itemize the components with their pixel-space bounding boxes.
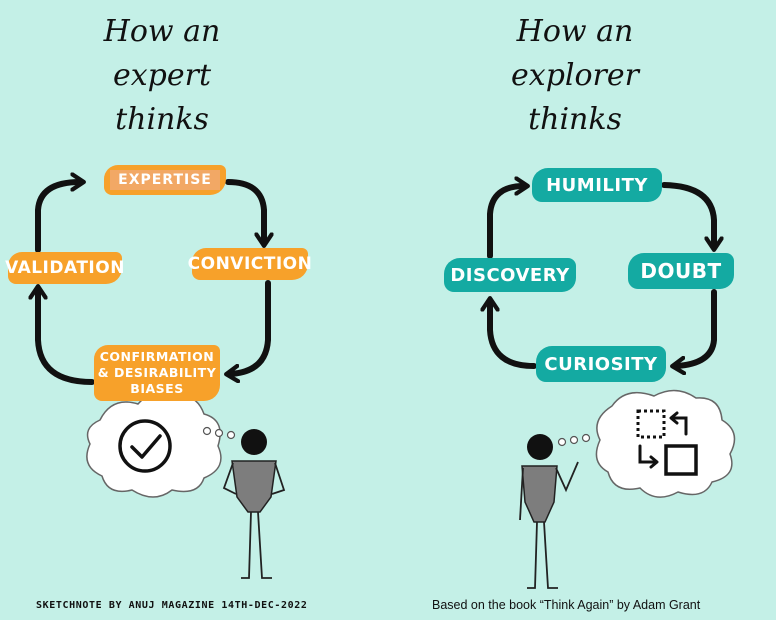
arrow-doubt-to-curiosity	[676, 289, 717, 366]
expert-title: How an expert thinks	[52, 10, 272, 142]
expert-title-line-2: expert	[112, 58, 212, 93]
arrow-validation-to-expertise	[35, 182, 80, 253]
label-humility: HUMILITY	[532, 168, 662, 202]
label-confirmation-biases: CONFIRMATION & DESIRABILITY BIASES	[94, 345, 220, 401]
arrow-conviction-to-biases	[230, 280, 271, 374]
arrow-curiosity-to-discovery	[490, 302, 537, 369]
label-validation: VALIDATION	[5, 252, 124, 284]
label-confirmation-line-2: & DESIRABILITY	[97, 365, 217, 380]
label-conviction: CONVICTION	[188, 248, 312, 280]
label-expertise: EXPERTISE	[104, 165, 226, 195]
explorer-title-line-3: thinks	[528, 102, 622, 137]
explorer-title-line-1: How an	[516, 14, 634, 49]
explorer-figure	[519, 434, 579, 589]
arrow-expertise-to-conviction	[225, 179, 264, 242]
expert-cycle-arrows	[35, 179, 271, 385]
label-discovery: DISCOVERY	[444, 258, 576, 292]
label-confirmation-line-1: CONFIRMATION	[99, 349, 215, 364]
expert-thought-cloud	[86, 393, 236, 498]
expert-title-line-1: How an	[103, 14, 221, 49]
explorer-cycle-arrows	[490, 185, 714, 366]
label-doubt: DOUBT	[628, 253, 734, 289]
label-expertise-text: EXPERTISE	[110, 170, 220, 190]
explorer-thought-cloud	[557, 389, 736, 498]
checkmark-circle-icon	[118, 419, 172, 473]
label-curiosity: CURIOSITY	[536, 346, 666, 382]
explorer-title: How an explorer thinks	[465, 10, 685, 142]
expert-figure	[222, 429, 286, 579]
arrow-biases-to-validation	[38, 290, 95, 385]
expert-title-line-3: thinks	[115, 102, 209, 137]
arrow-discovery-to-humility	[487, 186, 524, 259]
transform-shapes-icon	[636, 409, 698, 476]
explorer-title-line-2: explorer	[511, 58, 639, 93]
book-credit: Based on the book “Think Again” by Adam …	[432, 598, 701, 612]
sketchnote-credit: SKETCHNOTE BY ANUJ MAGAZINE 14TH-DEC-202…	[36, 600, 308, 611]
label-confirmation-line-3: BIASES	[130, 381, 184, 396]
arrow-humility-to-doubt	[661, 182, 714, 246]
